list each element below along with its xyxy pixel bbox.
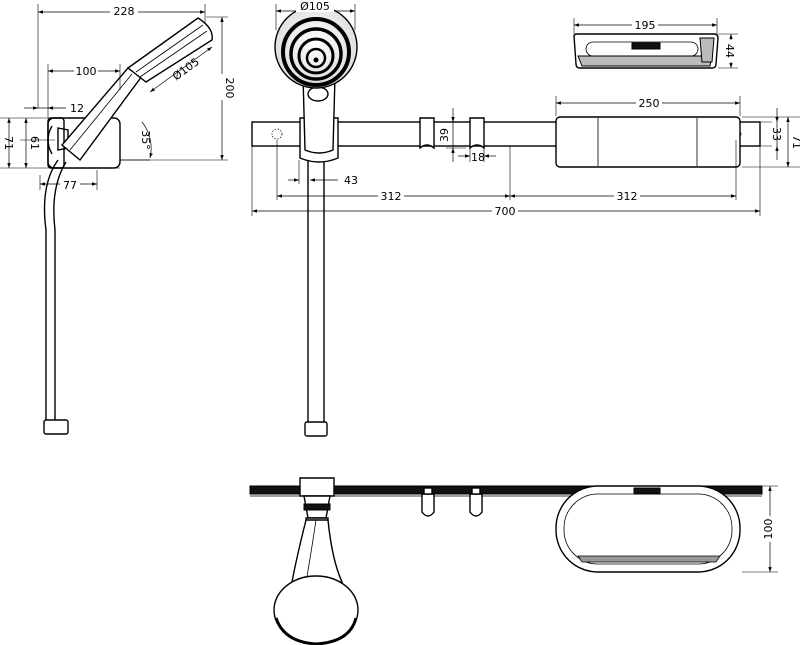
dim-front-tray-width: 250 [639, 97, 660, 110]
top-holder [299, 477, 335, 497]
dim-front-left-span: 312 [381, 190, 402, 203]
dim-side-width: 228 [114, 5, 135, 18]
dim-side-depth: 77 [63, 179, 77, 192]
dim-side-height-61: 61 [28, 136, 41, 150]
top-hook-left [421, 493, 435, 517]
dim-front-tray-height: 71 [790, 135, 800, 149]
side-hose-connector [43, 419, 69, 435]
dim-front-total-length: 700 [495, 205, 516, 218]
top-tray [555, 485, 741, 573]
dim-tray-width: 195 [635, 19, 656, 32]
front-hook-right [469, 117, 485, 150]
dim-front-slider-height: 39 [438, 128, 451, 142]
dim-side-height-71: 71 [2, 136, 15, 150]
front-tray [555, 116, 741, 168]
dim-side-holder-offset: 100 [76, 65, 97, 78]
dim-tray-height: 44 [723, 44, 736, 58]
dim-front-slider-offset: 43 [344, 174, 358, 187]
tray-detail-view: 195 44 [573, 18, 738, 69]
dim-top-tray-depth: 100 [762, 519, 775, 540]
dim-side-wall-gap: 12 [70, 102, 84, 115]
front-hose-connector [304, 421, 328, 437]
side-hose [43, 159, 59, 420]
top-rail [249, 485, 763, 495]
front-rail [251, 121, 761, 147]
side-view: 228 200 100 Ø105 12 71 61 35° 77 [0, 4, 236, 435]
front-view: Ø105 250 39 18 43 312 312 700 [251, 0, 800, 437]
dim-side-height: 200 [223, 78, 236, 99]
dim-front-bar-height: 33 [770, 127, 783, 141]
dim-front-right-span: 312 [617, 190, 638, 203]
side-wall-plate [47, 117, 65, 169]
front-hook-left [419, 117, 435, 150]
top-hook-right [469, 493, 483, 517]
dim-front-slider-width: 18 [471, 151, 485, 164]
dim-side-angle: 35° [139, 130, 152, 150]
top-view: 100 [249, 477, 778, 645]
dim-front-head-dia: Ø105 [300, 0, 330, 13]
